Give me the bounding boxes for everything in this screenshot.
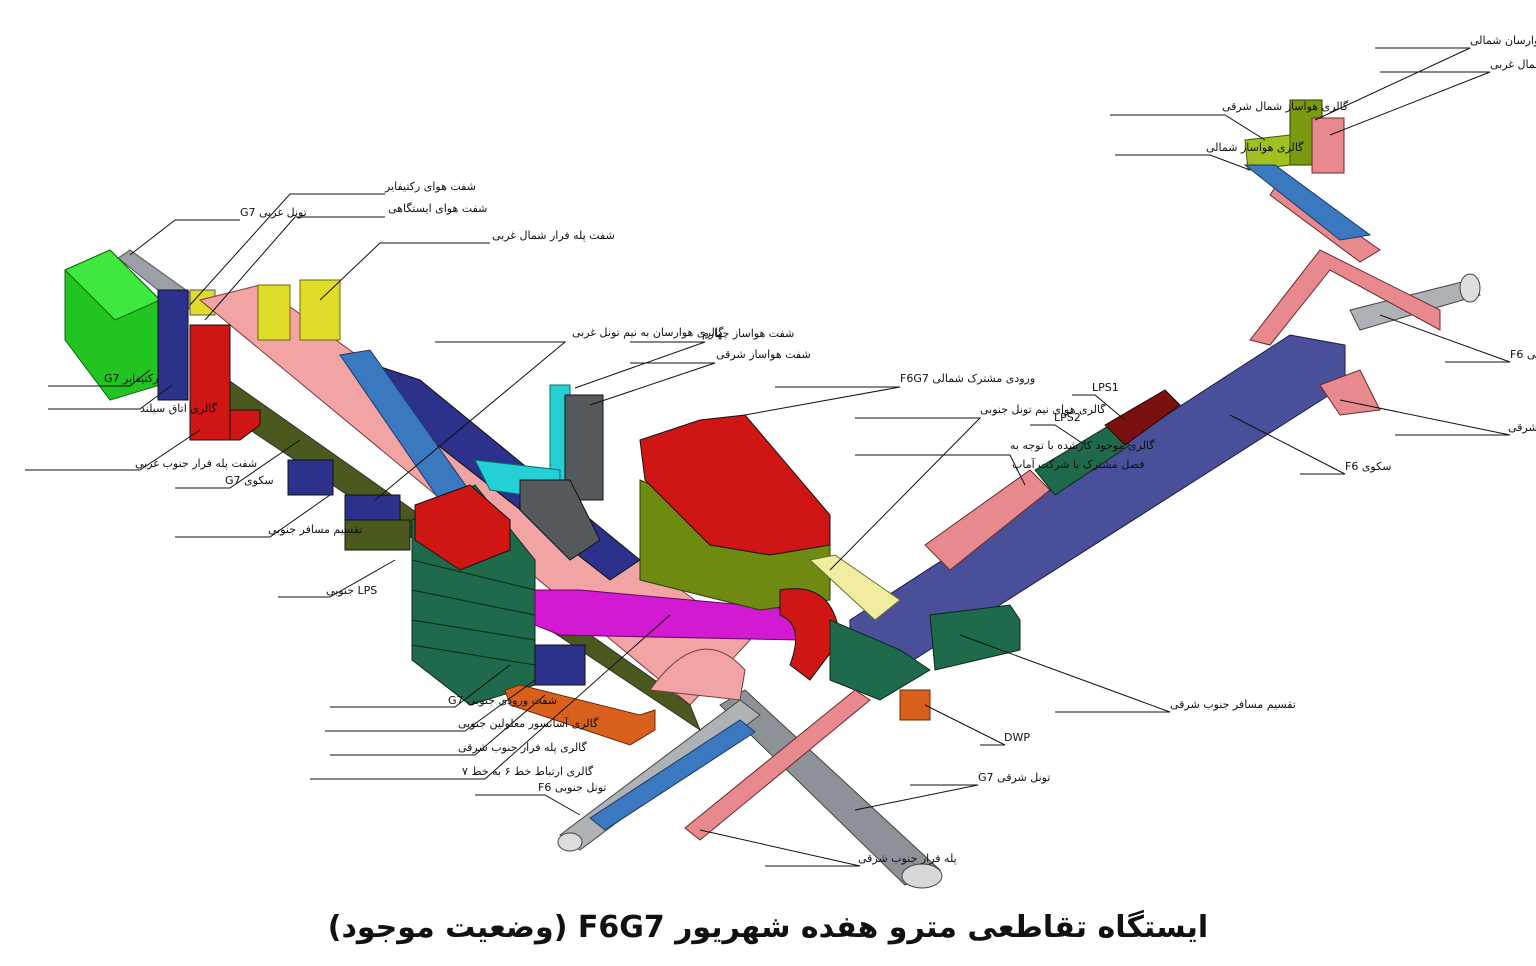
navy-shaft-west bbox=[157, 289, 189, 401]
label-g7-rectifier: رکتیفایر G7 bbox=[104, 372, 158, 385]
label-nw-escape-stair-shaft-2: شفت پله فرار شمال غربی bbox=[1490, 58, 1536, 71]
orange-link bbox=[504, 684, 656, 746]
lps2-shape bbox=[1034, 424, 1131, 496]
label-f6g7-north-common-entrance: ورودی مشترک شمالی F6G7 bbox=[900, 372, 1035, 385]
labels: تونل غربی G7 شفت هوای رکتیفایر شفت هوای … bbox=[104, 34, 1536, 865]
pink-escape-east-1 bbox=[684, 689, 871, 841]
label-line6-line7-link-gallery: گالری ارتباط خط ۶ به خط ۷ bbox=[462, 765, 594, 778]
label-se-escape-stair: پله فرار جنوب شرقی bbox=[858, 852, 957, 865]
lps1-shape bbox=[1104, 389, 1181, 446]
label-exhaust-to-west-half-tunnel: گالری هوارسان به نیم تونل غربی bbox=[572, 326, 724, 339]
label-dwp: DWP bbox=[1004, 731, 1030, 744]
label-f6-north-tunnel: تونل شمالی F6 bbox=[1510, 348, 1536, 361]
south-entrance-red-cap bbox=[414, 484, 511, 571]
label-ne-ventilation-gallery: گالری هواساز شمال شرقی bbox=[1222, 100, 1349, 113]
g7-platform-end bbox=[649, 648, 746, 701]
existing-gallery-pink bbox=[924, 469, 1051, 571]
pink-escape-east-2 bbox=[1249, 249, 1441, 346]
label-g7-south-entrance-shaft: شفت ورودی جنوبی G7 bbox=[448, 694, 557, 707]
label-south-lps: LPS جنوبی bbox=[326, 584, 377, 597]
green-lower-block bbox=[829, 619, 931, 701]
label-lps2: LPS2 bbox=[1054, 411, 1081, 424]
model-3d bbox=[64, 99, 1481, 889]
leader-lines bbox=[25, 47, 1511, 867]
pale-yellow-gallery bbox=[808, 554, 901, 621]
label-south-half-tunnel-air-gallery: گالری هوای نیم تونل جنوبی bbox=[980, 403, 1106, 416]
label-f6-south-tunnel: تونل جنوبی F6 bbox=[538, 781, 607, 794]
ne-pink-shaft bbox=[1311, 117, 1345, 174]
north-vent-gallery bbox=[1243, 164, 1372, 241]
label-fourth-ventilation-shaft: شفت هواساز چهارم bbox=[702, 327, 794, 340]
label-g7-west-tunnel: تونل غربی G7 bbox=[240, 206, 307, 219]
pink-escape-ne-2 bbox=[1319, 369, 1381, 416]
dwp-shape bbox=[899, 689, 931, 721]
f6-south-blue-dashes bbox=[589, 719, 756, 831]
label-station-air-shaft: شفت هوای ایستگاهی bbox=[388, 202, 487, 215]
ne-olive-gallery bbox=[1244, 134, 1291, 171]
south-pass-dist-1 bbox=[287, 459, 334, 496]
label-existing-gallery-line1: گالری موجود کارشده با توجه به bbox=[1010, 439, 1155, 452]
label-g7-platform: سکوی G7 bbox=[225, 474, 274, 487]
stack-lines bbox=[411, 559, 536, 666]
label-north-ventilation-gallery: گالری هواساز شمالی bbox=[1206, 141, 1304, 154]
f6-south-tunnel-end bbox=[557, 832, 583, 852]
label-ne-escape-stair-gallery: گالری پله فرار شمال شرقی bbox=[1508, 421, 1536, 434]
label-nw-escape-stair-shaft: شفت پله فرار شمال غربی bbox=[492, 229, 615, 242]
label-lps1: LPS1 bbox=[1092, 381, 1119, 394]
diagram-title: ایستگاه تقاطعی مترو هفده شهریور F6G7 (وض… bbox=[328, 909, 1208, 945]
label-se-passenger-distribution: تقسیم مسافر جنوب شرقی bbox=[1170, 698, 1296, 711]
north-entrance-red bbox=[639, 414, 831, 556]
sw-escape-shaft-l bbox=[229, 409, 261, 441]
label-sw-escape-stair-shaft: شفت پله فرار جنوب غربی bbox=[135, 457, 257, 470]
f6-north-tunnel-end bbox=[1459, 273, 1481, 303]
label-f6-platform: سکوی F6 bbox=[1345, 460, 1391, 473]
nw-escape-yellow-1 bbox=[257, 284, 291, 341]
south-lps-shape bbox=[344, 519, 411, 551]
label-east-ventilation-shaft: شفت هواساز شرقی bbox=[716, 348, 811, 361]
se-pass-dist-green bbox=[929, 604, 1021, 671]
label-existing-gallery-line2: فصل مشترک با شرکت آماپ bbox=[1012, 457, 1144, 471]
sw-escape-shaft bbox=[189, 324, 231, 441]
g7-east-tunnel-end bbox=[901, 863, 943, 889]
label-south-disabled-elevator-gallery: گالری آسانسور معلولین جنوبی bbox=[458, 716, 599, 730]
label-cylinder-room-gallery: گالری اتاق سیلند bbox=[140, 402, 218, 415]
label-rectifier-air-shaft: شفت هوای رکتیفایر bbox=[384, 180, 476, 193]
label-g7-east-tunnel: تونل شرقی G7 bbox=[978, 771, 1050, 784]
gray-gallery bbox=[519, 479, 601, 561]
se-escape-navy bbox=[534, 644, 586, 686]
nw-escape-yellow-2 bbox=[299, 279, 341, 341]
label-south-passenger-distribution: تقسیم مسافر جنوبی bbox=[268, 523, 363, 536]
label-se-escape-stair-gallery: گالری پله فرار جنوب شرقی bbox=[458, 741, 588, 754]
label-north-exhaust-shaft: شفت هوارسان شمالی bbox=[1470, 34, 1536, 47]
